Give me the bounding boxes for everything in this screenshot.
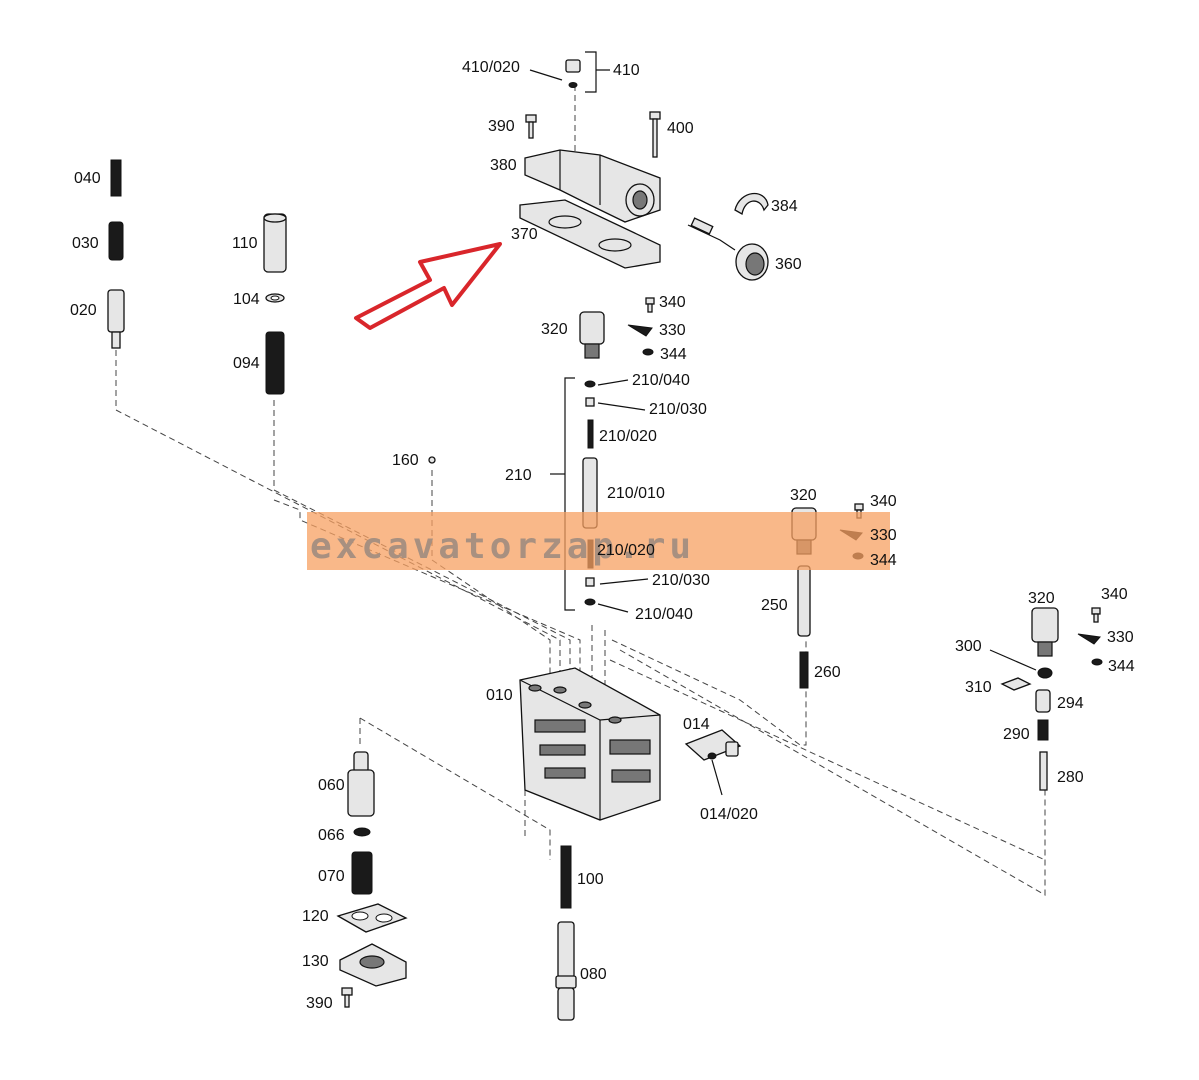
label-014: 014 bbox=[683, 716, 710, 733]
label-210-030-lower: 210/030 bbox=[652, 572, 710, 589]
label-094: 094 bbox=[233, 355, 260, 372]
label-290: 290 bbox=[1003, 726, 1030, 743]
label-030: 030 bbox=[72, 235, 99, 252]
label-400: 400 bbox=[667, 120, 694, 137]
label-294: 294 bbox=[1057, 695, 1084, 712]
label-110: 110 bbox=[232, 235, 258, 252]
label-040: 040 bbox=[74, 170, 101, 187]
cover-assembly bbox=[519, 51, 769, 281]
label-340-middle: 340 bbox=[870, 493, 897, 510]
label-070: 070 bbox=[318, 868, 345, 885]
plug-014 bbox=[684, 729, 742, 796]
label-384: 384 bbox=[771, 198, 798, 215]
watermark-text: excavatorzap.ru bbox=[310, 526, 695, 567]
label-210-020-upper: 210/020 bbox=[599, 428, 657, 445]
label-340-right: 340 bbox=[1101, 586, 1128, 603]
label-210-010: 210/010 bbox=[607, 485, 665, 502]
label-344-middle: 344 bbox=[870, 552, 897, 569]
watermark: excavatorzap.ru bbox=[307, 512, 890, 570]
label-360: 360 bbox=[775, 256, 802, 273]
label-330-middle: 330 bbox=[870, 527, 897, 544]
label-130: 130 bbox=[302, 953, 329, 970]
label-014-020: 014/020 bbox=[700, 806, 758, 823]
label-210-020-lower: 210/020 bbox=[597, 542, 655, 559]
label-340-upper: 340 bbox=[659, 294, 686, 311]
label-066: 066 bbox=[318, 827, 345, 844]
label-250: 250 bbox=[761, 597, 788, 614]
label-104: 104 bbox=[233, 291, 260, 308]
valve-210-stack bbox=[550, 377, 649, 613]
label-160: 160 bbox=[392, 452, 419, 469]
label-370: 370 bbox=[511, 226, 538, 243]
label-010: 010 bbox=[486, 687, 513, 704]
label-260: 260 bbox=[814, 664, 841, 681]
label-320-middle: 320 bbox=[790, 487, 817, 504]
label-380: 380 bbox=[490, 157, 517, 174]
label-210-040-lower: 210/040 bbox=[635, 606, 693, 623]
label-210: 210 bbox=[505, 467, 532, 484]
label-390-top: 390 bbox=[488, 118, 515, 135]
label-390-bottom: 390 bbox=[306, 995, 333, 1012]
label-344-right: 344 bbox=[1108, 658, 1135, 675]
label-410: 410 bbox=[613, 62, 640, 79]
label-280: 280 bbox=[1057, 769, 1084, 786]
label-300: 300 bbox=[955, 638, 982, 655]
label-344-upper: 344 bbox=[660, 346, 687, 363]
label-320-upper: 320 bbox=[541, 321, 568, 338]
solenoid-right bbox=[989, 607, 1103, 791]
label-100: 100 bbox=[577, 871, 604, 888]
valve-100-parts bbox=[555, 845, 577, 1021]
label-210-040-upper: 210/040 bbox=[632, 372, 690, 389]
valve-110-parts bbox=[263, 213, 287, 395]
label-080: 080 bbox=[580, 966, 607, 983]
part-labels: 410/020 410 390 400 380 384 370 360 040 … bbox=[70, 59, 1135, 1012]
label-410-020: 410/020 bbox=[462, 59, 520, 76]
ball-160 bbox=[428, 456, 436, 464]
label-310: 310 bbox=[965, 679, 992, 696]
highlight-arrow bbox=[354, 242, 502, 330]
solenoid-upper bbox=[579, 297, 655, 359]
label-120: 120 bbox=[302, 908, 329, 925]
valve-body-010 bbox=[519, 667, 661, 821]
label-060: 060 bbox=[318, 777, 345, 794]
label-320-right: 320 bbox=[1028, 590, 1055, 607]
label-020: 020 bbox=[70, 302, 97, 319]
left-valve-parts bbox=[107, 159, 125, 349]
valve-060-parts bbox=[336, 751, 408, 1008]
label-330-upper: 330 bbox=[659, 322, 686, 339]
label-210-030-upper: 210/030 bbox=[649, 401, 707, 418]
label-330-right: 330 bbox=[1107, 629, 1134, 646]
